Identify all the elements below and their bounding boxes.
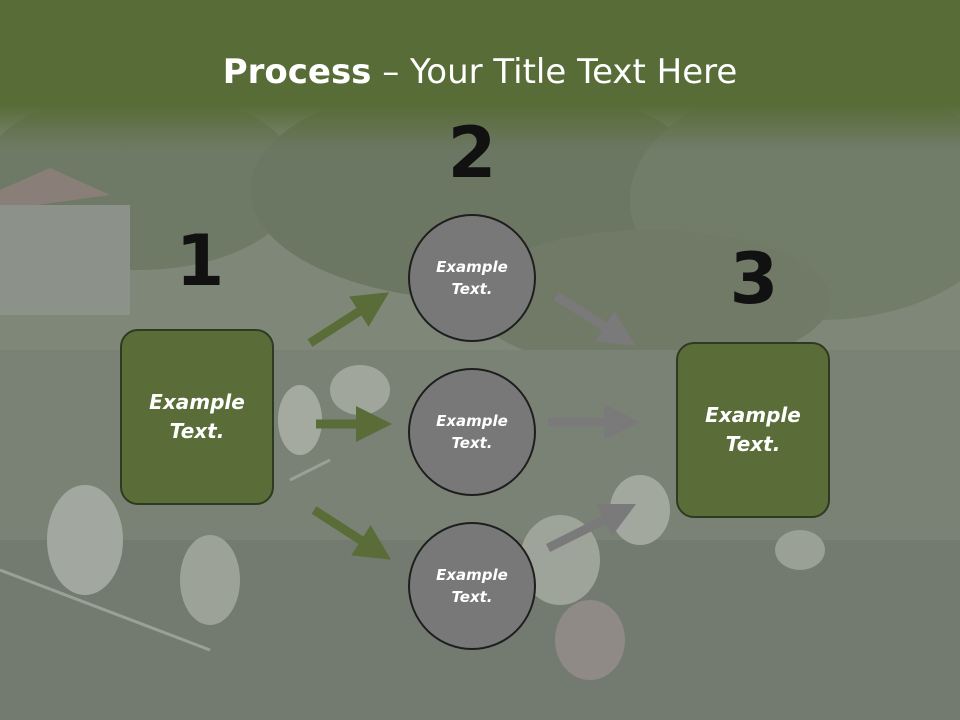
title-bold-part: Process	[222, 52, 372, 92]
step-1-text: Example Text.	[149, 390, 245, 443]
step-2-circle-bottom[interactable]: Example Text.	[408, 522, 536, 650]
slide-title: Process – Your Title Text Here	[0, 52, 960, 92]
step-1-box[interactable]: Example Text.	[120, 329, 274, 505]
arrow-bottom-to-3	[545, 503, 637, 553]
step-2-circle-top[interactable]: Example Text.	[408, 214, 536, 342]
arrow-1-to-top	[307, 292, 390, 347]
title-bar	[0, 0, 960, 150]
arrow-top-to-3	[553, 292, 636, 346]
step-number-1: 1	[175, 220, 225, 302]
circle-bottom-text: Example Text.	[436, 565, 508, 607]
title-rest-part: – Your Title Text Here	[371, 52, 738, 92]
circle-middle-text: Example Text.	[436, 411, 508, 453]
step-3-text: Example Text.	[705, 403, 801, 456]
arrow-1-to-bottom	[311, 506, 392, 560]
step-2-circle-middle[interactable]: Example Text.	[408, 368, 536, 496]
step-number-2: 2	[447, 112, 497, 194]
step-number-3: 3	[729, 238, 779, 320]
circle-top-text: Example Text.	[436, 257, 508, 299]
step-3-box[interactable]: Example Text.	[676, 342, 830, 518]
